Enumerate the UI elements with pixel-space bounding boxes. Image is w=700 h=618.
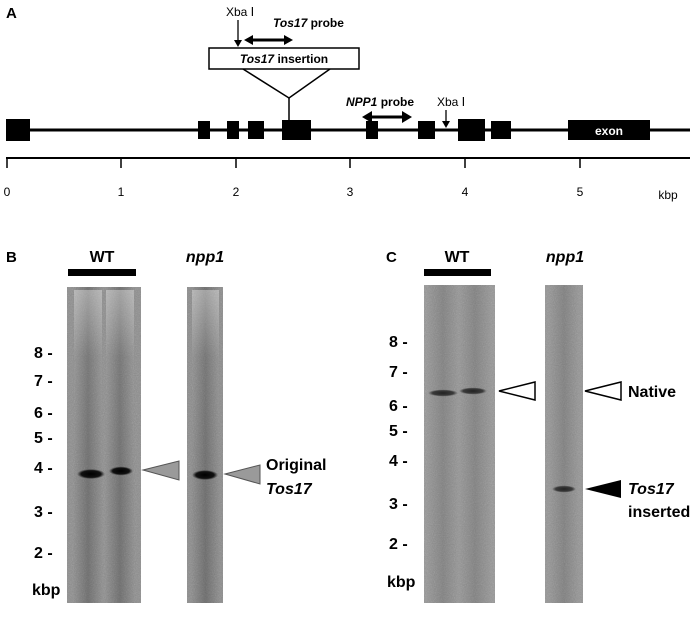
exon-legend-box	[568, 120, 650, 140]
panel-b-band-label-line2: Tos17	[266, 481, 313, 498]
panel-b-marker-4: 4 -	[34, 460, 53, 477]
exon-3	[227, 121, 239, 139]
panel-b-marker-2: 2 -	[34, 545, 53, 562]
panel-c-npp1-gel	[545, 285, 583, 603]
panel-c-wt-bar	[424, 269, 491, 276]
xba-left-label: Xba Ⅰ	[226, 5, 254, 19]
exon-label: exon	[595, 124, 623, 138]
panel-c-marker-7: 7 -	[389, 364, 408, 381]
panel-b-band-label-line1: Original	[266, 457, 326, 474]
band-c-wt-2	[459, 387, 487, 395]
scale-label-2: 2	[233, 185, 240, 199]
band-c-wt-1	[428, 389, 458, 397]
panel-c-marker-5: 5 -	[389, 423, 408, 440]
panel-b-marker-8: 8 -	[34, 345, 53, 362]
xba-right-label: Xba Ⅰ	[437, 95, 465, 109]
exon-9	[491, 121, 511, 139]
panel-c-open-arrow-npp1	[584, 381, 622, 401]
exon-7	[418, 121, 435, 139]
panel-c-marker-3: 3 -	[389, 496, 408, 513]
panel-c-inserted-line2: inserted	[628, 504, 690, 521]
panel-c-marker-6: 6 -	[389, 398, 408, 415]
xba-right-arrowhead	[442, 121, 450, 128]
panel-c-open-arrow-wt	[498, 381, 536, 401]
panel-c-marker-8: 8 -	[389, 334, 408, 351]
panel-b-marker-7: 7 -	[34, 373, 53, 390]
panel-c: C WT npp1 8 - 7 - 6 - 5 - 4 - 3 - 2 - kb…	[386, 249, 690, 603]
tos17-insertion-label: Tos17 insertion	[240, 52, 328, 66]
panel-a-letter: A	[6, 5, 17, 22]
panel-c-wt-label: WT	[445, 249, 470, 266]
scale-ticks	[6, 158, 581, 168]
band-c-npp1	[552, 485, 576, 493]
band-b-npp1	[192, 470, 218, 480]
panel-c-filled-arrow	[585, 480, 621, 498]
tos17-insertion-box	[208, 47, 360, 70]
panel-a: A exon Tos17 insertion Xba Ⅰ Tos17 probe…	[4, 5, 690, 202]
tos17-probe-arrowhead-left	[244, 35, 253, 45]
panel-b-marker-6: 6 -	[34, 405, 53, 422]
panel-c-wt-gel	[424, 285, 495, 603]
exon-8	[458, 119, 485, 141]
panel-b-marker-3: 3 -	[34, 504, 53, 521]
panel-b-gray-arrow-npp1	[223, 464, 261, 485]
xba-left-arrowhead	[234, 40, 242, 47]
exon-1	[6, 119, 30, 141]
exon-2	[198, 121, 210, 139]
scale-unit: kbp	[658, 188, 678, 202]
exon-5	[282, 120, 311, 140]
panel-c-npp1-label: npp1	[546, 249, 584, 266]
panel-b-wt-bar	[68, 269, 136, 276]
exon-6	[366, 121, 378, 139]
panel-b-letter: B	[6, 249, 17, 266]
panel-b-wt-gel	[67, 287, 141, 603]
tos17-probe-arrowhead-right	[284, 35, 293, 45]
npp1-probe-label: NPP1 probe	[346, 95, 414, 109]
panel-c-marker-4: 4 -	[389, 453, 408, 470]
panel-b-marker-5: 5 -	[34, 430, 53, 447]
band-b-wt-2	[109, 466, 133, 476]
tos17-probe-label: Tos17 probe	[273, 16, 344, 30]
panel-b-gray-arrow-wt	[141, 460, 180, 481]
scale-label-1: 1	[118, 185, 125, 199]
scale-label-4: 4	[462, 185, 469, 199]
exon-4	[248, 121, 264, 139]
band-b-wt-1	[77, 469, 105, 479]
panel-c-native-label: Native	[628, 384, 676, 401]
scale-label-3: 3	[347, 185, 354, 199]
panel-b-wt-label: WT	[90, 249, 115, 266]
panel-c-unit: kbp	[387, 574, 416, 591]
insertion-callout-lines	[242, 68, 331, 99]
panel-b: B WT npp1 8 - 7 - 6 - 5 - 4 - 3 -	[6, 249, 326, 603]
scale-label-5: 5	[577, 185, 584, 199]
panel-c-letter: C	[386, 249, 397, 266]
panel-b-npp1-gel	[187, 287, 223, 603]
npp1-probe-arrowhead-right	[402, 111, 412, 123]
panel-c-inserted-line1: Tos17	[628, 481, 675, 498]
npp1-probe-arrowhead-left	[362, 111, 372, 123]
scale-label-0: 0	[4, 185, 11, 199]
panel-b-unit: kbp	[32, 582, 61, 599]
panel-b-npp1-label: npp1	[186, 249, 224, 266]
panel-c-marker-2: 2 -	[389, 536, 408, 553]
